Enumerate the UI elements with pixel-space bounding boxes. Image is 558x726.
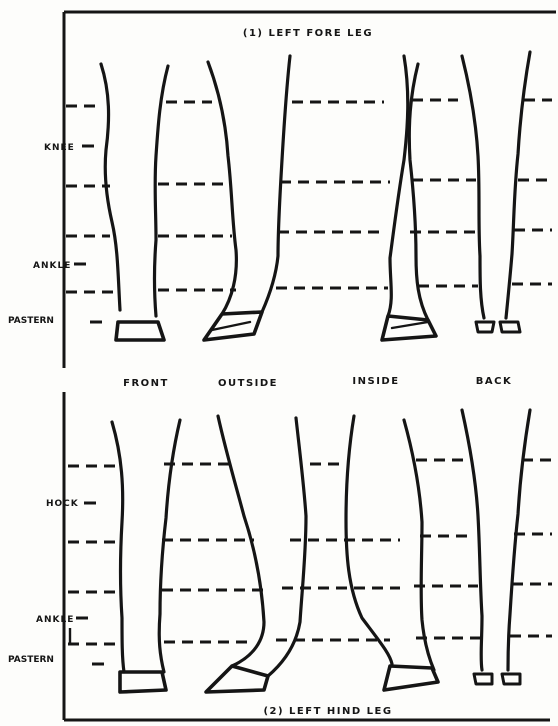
view-label-front: FRONT — [123, 378, 169, 389]
fore-leg-title: (1) LEFT FORE LEG — [243, 28, 373, 39]
knee-marker-label: KNEE — [44, 143, 75, 153]
hind-pastern-marker-label: PASTERN — [8, 655, 54, 665]
hind-leg-title: (2) LEFT HIND LEG — [263, 706, 392, 717]
view-label-inside: INSIDE — [352, 376, 399, 387]
fore-pastern-marker-label: PASTERN — [8, 316, 54, 326]
hind-ankle-marker-label: ANKLE — [36, 615, 74, 625]
view-label-outside: OUTSIDE — [218, 378, 278, 389]
fore-ankle-marker-label: ANKLE — [33, 261, 71, 271]
hock-marker-label: HOCK — [46, 499, 79, 509]
view-label-back: BACK — [476, 376, 512, 387]
